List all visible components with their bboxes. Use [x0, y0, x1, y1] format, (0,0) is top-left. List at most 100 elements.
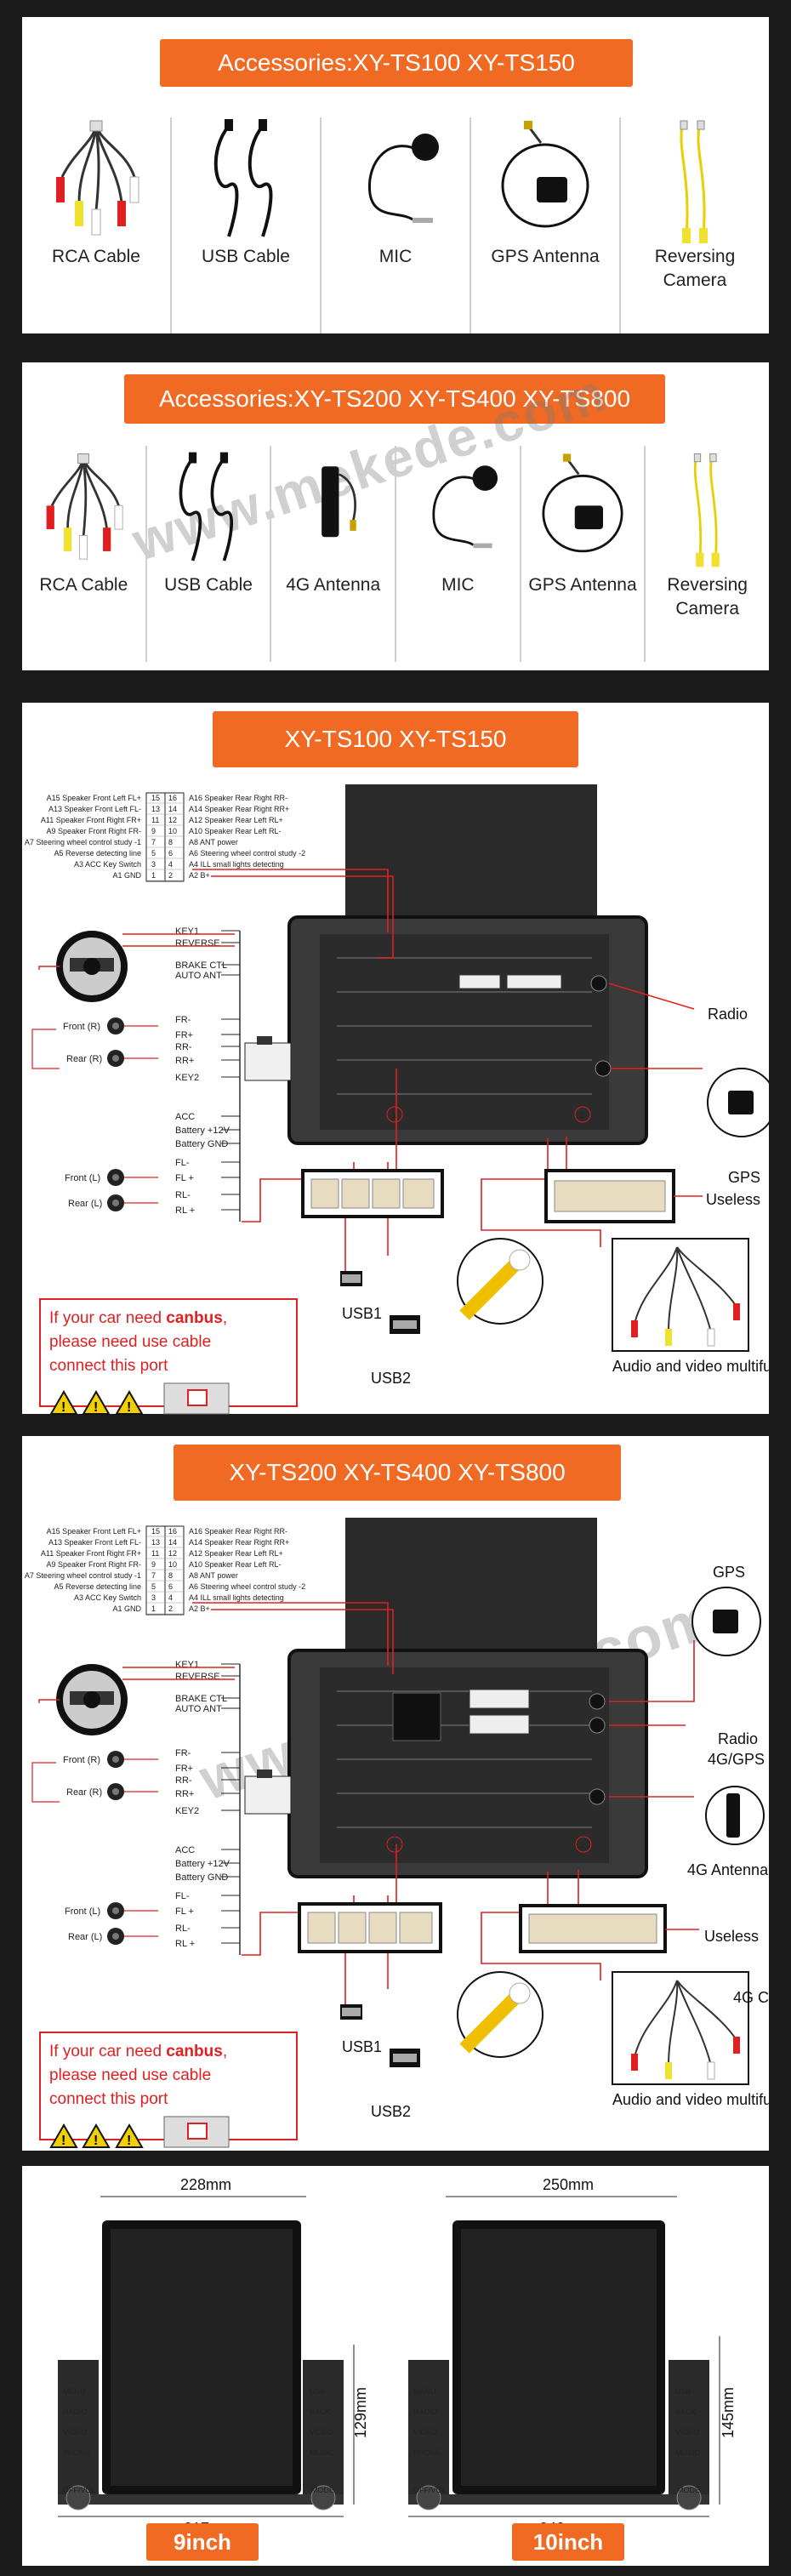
canbus-text-end: , — [222, 1309, 228, 1327]
pin-label-right: A10 Speaker Rear Left RL- — [189, 1560, 282, 1569]
harness-wire-label: ACC — [175, 1845, 195, 1855]
pin-number-right: 16 — [168, 794, 177, 802]
gps-label: GPS — [713, 1564, 745, 1581]
gps-label: GPS — [728, 1169, 760, 1186]
pin-label-right: A14 Speaker Rear Right RR+ — [189, 1538, 289, 1547]
steering-wheel-icon — [56, 931, 128, 1002]
front-button-label: MUSIC — [675, 2448, 701, 2457]
pin-number-right: 6 — [168, 849, 173, 858]
front-button-label: VIDEO — [675, 2428, 699, 2436]
pin-number-left: 11 — [151, 816, 159, 824]
front-button-label: USB — [310, 2387, 326, 2396]
pin-label-left: A13 Speaker Front Left FL- — [48, 805, 141, 813]
warning-icon: ! — [82, 1390, 111, 1415]
front-button-label: MENU — [63, 2387, 86, 2396]
canbus-port-icon — [163, 1382, 230, 1415]
pin-number-right: 10 — [168, 827, 177, 835]
pin-number-left: 5 — [151, 1582, 156, 1591]
svg-text:!: ! — [127, 1400, 131, 1415]
speaker-icon — [107, 1017, 124, 1034]
speaker-icon — [107, 1902, 124, 1919]
pin-label-left: A11 Speaker Front Right FR+ — [41, 1549, 141, 1558]
rca-plug-icon — [457, 1971, 543, 2058]
pin-number-right: 8 — [168, 1571, 173, 1580]
canbus-bold: canbus — [166, 1309, 223, 1327]
accessory-label: USB Cable — [164, 575, 253, 595]
svg-text:!: ! — [61, 2134, 65, 2148]
pin-number-right: 14 — [168, 1538, 177, 1547]
accessory-label: Reversing Camera — [654, 247, 736, 290]
svg-text:!: ! — [94, 2134, 98, 2148]
pin-number-left: 3 — [151, 860, 156, 869]
harness-wire-label: KEY2 — [175, 1806, 199, 1816]
accessories-title-1: Accessories:XY-TS100 XY-TS150 — [160, 39, 633, 87]
accessory-label: GPS Antenna — [528, 575, 637, 595]
rca-cable-icon — [46, 453, 123, 560]
harness-wire-label: FR- — [175, 1015, 191, 1025]
dimensions-diagram: 228mm 129mm 217mm 250mm 145mm — [58, 2176, 737, 2537]
accessory-gps-antenna: GPS Antenna — [471, 117, 621, 333]
pin-label-right: A14 Speaker Rear Right RR+ — [189, 805, 289, 813]
canbus-note-2: If your car need canbus, please need use… — [39, 2032, 298, 2148]
harness-wire-label: RR- — [175, 1775, 192, 1786]
pin-label-left: A5 Reverse detecting line — [54, 1582, 141, 1591]
4g-antenna-module-icon — [705, 1786, 765, 1845]
pin-number-right: 10 — [168, 1560, 177, 1569]
harness-wire-label: FR- — [175, 1748, 191, 1758]
pin-label-right: A8 ANT power — [189, 1571, 238, 1580]
harness-wire-label: KEY1 — [175, 1660, 199, 1670]
accessory-mic: MIC — [396, 446, 521, 662]
reversing-camera-icon — [680, 120, 708, 243]
marker-2: 2 — [579, 1110, 584, 1120]
harness-wire-label: Battery +12V — [175, 1859, 230, 1869]
pin-label-right: A4 ILL small lights detecting — [189, 860, 284, 869]
pin-label-right: A16 Speaker Rear Right RR- — [189, 1527, 287, 1536]
canbus-note-1: If your car need canbus, please need use… — [39, 1298, 298, 1415]
wiring-panel-1: XY-TS100 XY-TS150 A15 Speaker Front Left… — [22, 703, 769, 1415]
svg-text:!: ! — [127, 2134, 131, 2148]
pin-number-right: 4 — [168, 1593, 173, 1602]
av-plug-label: Audio and video multifunctional plug — [612, 2091, 769, 2108]
pin-number-right: 8 — [168, 838, 173, 846]
pin-label-right: A10 Speaker Rear Left RL- — [189, 827, 282, 835]
head-unit-screen-back — [345, 784, 597, 922]
pin-number-right: 2 — [168, 1604, 173, 1613]
front-button-label: BACK — [675, 2408, 697, 2416]
warning-icon: ! — [49, 2123, 78, 2148]
harness-wire-label: FL + — [175, 1906, 194, 1917]
pin-number-right: 6 — [168, 1582, 173, 1591]
front-button-label: MUSIC — [310, 2448, 335, 2457]
usb-plug-icon — [390, 1315, 420, 1334]
harness-wire-label: RL + — [175, 1939, 195, 1949]
pin-label-left: A13 Speaker Front Left FL- — [48, 1538, 141, 1547]
pin-number-left: 9 — [151, 827, 156, 835]
front-button-label: USB — [675, 2387, 691, 2396]
harness-wire-label: RL- — [175, 1190, 191, 1200]
accessory-reversing-camera: Reversing Camera — [621, 117, 769, 333]
height-10: 145mm — [720, 2387, 737, 2438]
accessory-label: GPS Antenna — [491, 247, 600, 266]
harness-wire-label: RR+ — [175, 1056, 194, 1066]
knob-label: MODE — [311, 2486, 334, 2494]
accessory-usb-cable: USB Cable — [147, 446, 272, 662]
accessory-label: USB Cable — [202, 247, 290, 266]
rca-cable-icon — [56, 120, 139, 236]
speaker-icon — [107, 1050, 124, 1067]
4g-antenna-icon — [321, 466, 356, 538]
pin-label-left: A11 Speaker Front Right FR+ — [41, 816, 141, 824]
usb-plug-icon — [390, 2049, 420, 2067]
accessory-mic: MIC — [322, 117, 471, 333]
usb2-label: USB2 — [371, 1370, 411, 1387]
gps-antenna-icon — [542, 453, 623, 553]
front-button-label: PHONE — [413, 2448, 441, 2457]
av-plug-label: Audio and video multifunctional plug — [612, 1358, 769, 1375]
canbus-line2: please need use cable — [49, 2066, 212, 2084]
warning-icon: ! — [115, 2123, 144, 2148]
pin-number-right: 2 — [168, 871, 173, 880]
front-button-label: VIDEO — [310, 2428, 333, 2436]
front-button-label: VIDEO — [63, 2428, 87, 2436]
mic-icon — [432, 465, 498, 549]
usb1-label: USB1 — [342, 2038, 382, 2055]
